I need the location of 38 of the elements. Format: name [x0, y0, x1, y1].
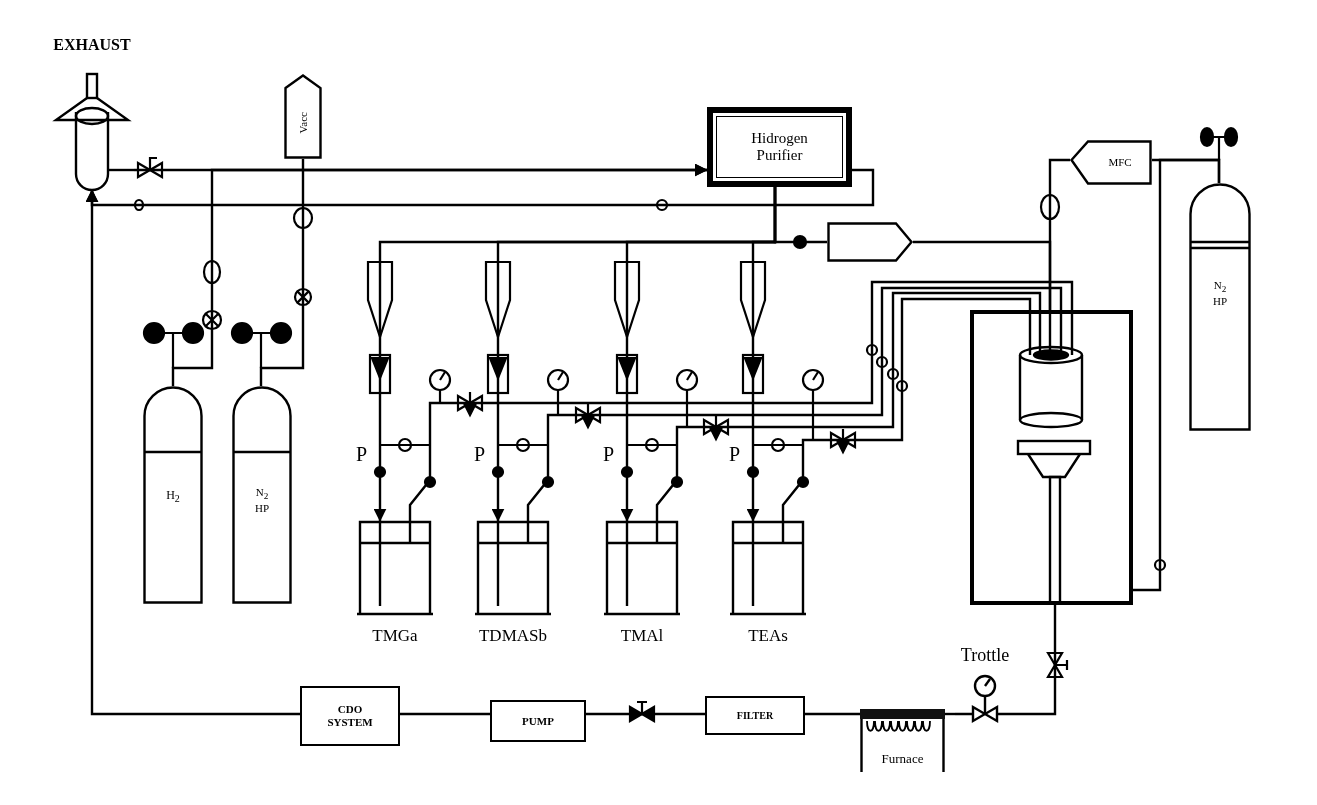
pipe-line [586, 712, 705, 716]
equipment-label: Vacc [296, 112, 310, 134]
line-label: P [474, 444, 486, 464]
vessel-label: TMAl [620, 625, 664, 646]
pipe-line [1133, 158, 1221, 592]
equipment-block [705, 696, 805, 735]
valve-label: Trottle [960, 644, 1010, 666]
pipe-line [773, 187, 827, 244]
flow-arrow [85, 189, 300, 716]
unit-label: Furnace [881, 751, 924, 767]
pipe-line [805, 712, 860, 716]
pipe-line [1048, 158, 1070, 310]
pipe-line [400, 712, 490, 716]
line-label: P [729, 444, 741, 464]
pipe-line [259, 159, 305, 386]
equipment-label: EXHAUST [53, 35, 131, 55]
unit-label: FILTER [736, 709, 774, 722]
cylinder-label: H$_{2}$ [166, 489, 180, 505]
equipment-block [300, 686, 400, 746]
line-label: P [603, 444, 615, 464]
pipe-line [781, 297, 1032, 521]
pipe-line [655, 291, 1042, 521]
pipe-line [1015, 605, 1057, 716]
cylinder-label: N$_{2}$ HP [1211, 278, 1229, 308]
unit-label: Hidrogen Purifier [750, 129, 809, 165]
vessel-label: TDMASb [479, 625, 547, 646]
unit-label: PUMP [522, 714, 554, 728]
unit-label: CDO SYSTEM [326, 703, 374, 729]
purifier-unit [707, 107, 852, 187]
vessel-label: TEAs [748, 625, 788, 646]
cylinder-label: N$_{2}$ HP [253, 485, 271, 515]
line-label: P [356, 444, 368, 464]
equipment-label: MFC [1108, 156, 1132, 169]
equipment-block [490, 700, 586, 742]
pipe-line [526, 286, 1063, 521]
flow-arrow [134, 163, 708, 177]
vessel-label: TMGa [372, 625, 418, 646]
pipe-line [408, 280, 1074, 521]
